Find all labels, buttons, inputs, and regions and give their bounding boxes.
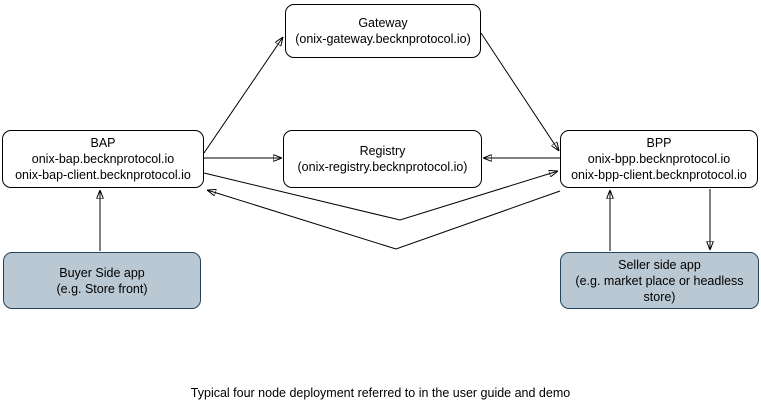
seller-app-title: Seller side app	[618, 257, 701, 272]
registry-node: Registry (onix-registry.becknprotocol.io…	[283, 130, 482, 188]
registry-hostname: (onix-registry.becknprotocol.io)	[297, 160, 468, 174]
bap-hostname: onix-bap.becknprotocol.io	[31, 152, 175, 166]
arrow-bap-to-gateway	[203, 37, 283, 154]
arrow-gateway-to-bpp	[480, 32, 559, 151]
seller-app-node: Seller side app (e.g. market place or he…	[560, 252, 759, 309]
bap-node: BAP onix-bap.becknprotocol.io onix-bap-c…	[2, 130, 204, 188]
bpp-title: BPP	[646, 136, 672, 150]
diagram-caption: Typical four node deployment referred to…	[190, 386, 571, 400]
arrow-bap-to-bpp	[203, 171, 558, 221]
buyer-app-subtitle: (e.g. Store front)	[56, 281, 148, 296]
registry-title: Registry	[359, 144, 406, 158]
gateway-title: Gateway	[358, 16, 408, 30]
seller-app-subtitle: (e.g. market place or headless store)	[575, 273, 744, 304]
gateway-node: Gateway (onix-gateway.becknprotocol.io)	[285, 4, 481, 58]
arrow-bpp-to-bap	[207, 190, 561, 250]
bap-client-hostname: onix-bap-client.becknprotocol.io	[15, 168, 191, 182]
buyer-app-node: Buyer Side app (e.g. Store front)	[3, 252, 201, 309]
bpp-hostname: onix-bpp.becknprotocol.io	[587, 152, 731, 166]
buyer-app-title: Buyer Side app	[59, 265, 145, 280]
bpp-client-hostname: onix-bpp-client.becknprotocol.io	[571, 168, 747, 182]
gateway-hostname: (onix-gateway.becknprotocol.io)	[295, 32, 471, 46]
bpp-node: BPP onix-bpp.becknprotocol.io onix-bpp-c…	[560, 130, 758, 188]
bap-title: BAP	[90, 136, 116, 150]
